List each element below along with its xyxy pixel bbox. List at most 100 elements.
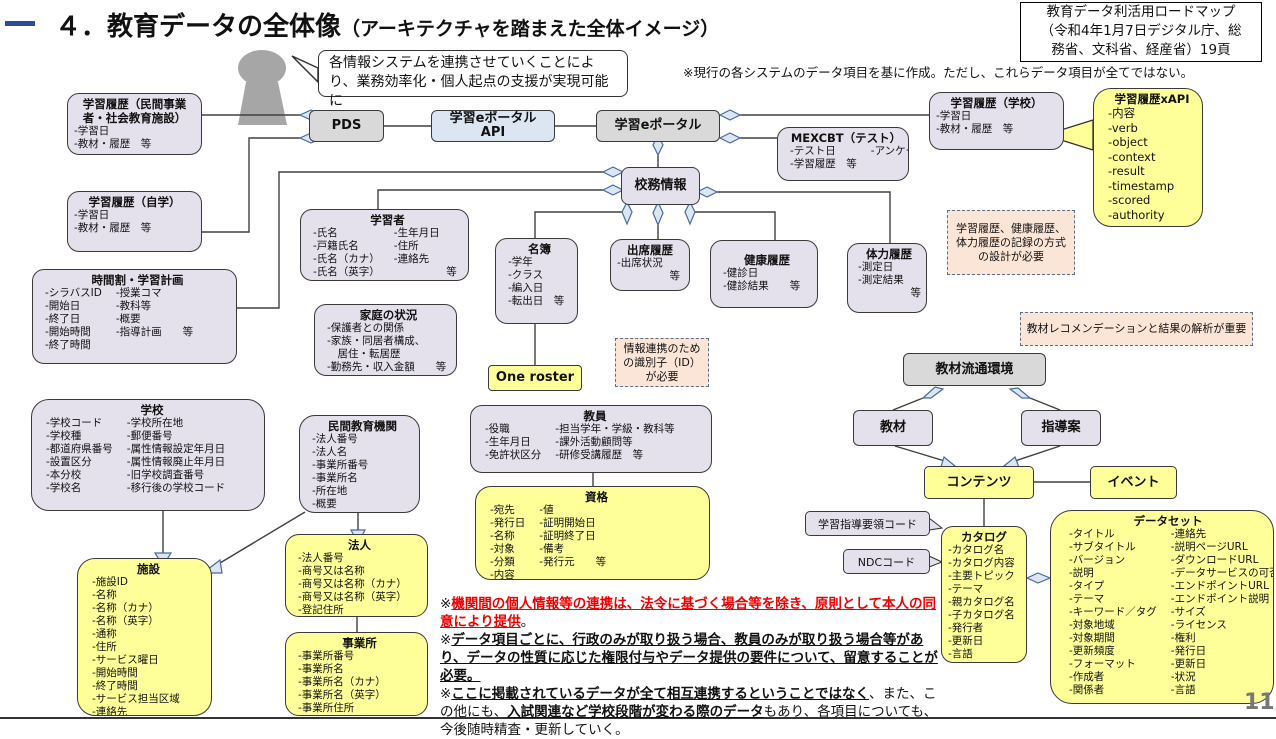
field-item: -教材・履歴 等 (74, 138, 152, 150)
field-item: -健診日 (723, 267, 759, 279)
field-item: -サイズ (1170, 606, 1206, 618)
box-title: 学習履歴（民間事業者・社会教育施設） (82, 97, 187, 125)
field-item: -終了時間 (92, 680, 138, 692)
box-title: 学習eポータルAPI (449, 111, 537, 140)
field-item: -名称（英字） (92, 615, 159, 627)
box-corporation: 法人-法人番号-商号又は名称-商号又は名称（カナ）-商号又は名称（英字）-登記住… (285, 534, 428, 617)
box-title: 体力履歴 (866, 247, 912, 261)
field-item: -子カタログ名 (948, 609, 1015, 621)
field-column: -役職-生年月日-免許状区分 (485, 423, 541, 462)
field-item: -発行元 等 (539, 556, 607, 568)
field-item: -学校種 (46, 430, 82, 442)
field-item: -氏名（英字） (313, 266, 380, 278)
footnote-segment: データ項目ごとに、行政のみが取り扱う場合、教員のみが取り扱う場合等があり、データ… (440, 632, 938, 684)
field-item: -測定日 (858, 261, 894, 273)
field-item: -設置区分 (46, 456, 92, 468)
title-subtitle: （アーキテクチャを踏まえた全体イメージ） (341, 18, 720, 40)
field-item: -法人番号 (298, 552, 344, 564)
box-fields: -学習日-教材・履歴 等 (936, 110, 1057, 136)
box-event: イベント (1090, 466, 1177, 499)
box-title: 学習者 (370, 213, 405, 227)
field-item: -更新日 (948, 635, 984, 647)
field-item: -対象 (490, 543, 515, 555)
field-item: -アンケート (870, 145, 908, 157)
footnote-segment: ※ (440, 596, 452, 612)
field-item: -権利 (1170, 632, 1196, 644)
field-item: -教材・履歴 等 (74, 222, 152, 234)
speech-callout: 各情報システムを連携させていくことにより、業務効率化・個人起点の支援が実現可能に (318, 50, 628, 109)
field-column: -カタログ名-カタログ内容-主要トピック-テーマ-親カタログ名-子カタログ名-発… (948, 544, 1015, 661)
box-title: 名簿 (528, 242, 551, 256)
box-title: PDS (331, 118, 362, 133)
field-item: -分類 (490, 556, 515, 568)
field-item: -氏名（カナ） (313, 253, 380, 265)
box-title: 学校 (140, 403, 164, 417)
box-learning-history-private: 学習履歴（民間事業者・社会教育施設）-学習日-教材・履歴 等 (67, 93, 202, 155)
box-title: 施設 (137, 562, 160, 576)
field-item: -内容 (490, 569, 515, 580)
field-item: -家族・同居者構成、 (327, 335, 426, 347)
field-item: -timestamp (1108, 178, 1175, 193)
field-item: -事業所番号 (298, 650, 355, 662)
field-item: -指導計画 等 (115, 326, 194, 338)
field-item: -生年月日 (485, 436, 531, 448)
field-column: -保護者との関係-家族・同居者構成、 居住・転居歴-勤務先・収入金額 等 (327, 322, 446, 374)
field-item: -発行者 (948, 622, 984, 634)
field-item: -scored (1108, 193, 1151, 207)
field-item: -概要 (115, 313, 141, 325)
field-item: -事業所名（カナ） (298, 676, 386, 688)
field-item: -親カタログ名 (948, 596, 1015, 608)
field-item: -学校所在地 (126, 417, 184, 429)
box-fields: -シラバスID-開始日-終了日-開始時間-終了時間-授業コマ-教科等-概要-指導… (45, 287, 230, 352)
field-item: -説明ページURL (1170, 541, 1248, 553)
field-item: -開始時間 (92, 667, 138, 679)
page-number: 11 (1244, 690, 1275, 715)
field-item: -測定結果 (858, 274, 904, 286)
field-item: -カタログ名 (948, 544, 1005, 556)
field-item: -バージョン (1069, 554, 1126, 566)
field-column: -連絡先-説明ページURL-ダウンロードURL-データサービスの可否-エンドポイ… (1170, 528, 1274, 697)
box-mexcbt: MEXCBT（テスト）-テスト日-学習履歴 等-アンケート (777, 127, 909, 181)
box-facility: 施設-施設ID-名称-名称（カナ）-名称（英字）-通称-住所-サービス曜日-開始… (77, 558, 212, 716)
box-pds: PDS (309, 110, 384, 142)
field-column: -学習日-教材・履歴 等 (74, 125, 151, 151)
field-column: -値-証明開始日-証明終了日-備考-発行元 等 (539, 504, 607, 579)
box-learner: 学習者-氏名-戸籍氏名-氏名（カナ）-氏名（英字）-生年月日-住所-連絡先 等 (300, 209, 469, 281)
field-column: -学習日-教材・履歴 等 (936, 110, 1013, 136)
field-item: -学習日 (74, 209, 110, 221)
field-item: -通称 (92, 628, 117, 640)
reference-box: 教育データ利活用ロードマップ （令和4年1月7日デジタル庁、総 務省、文科省、経… (1020, 2, 1262, 62)
box-title: 学習履歴（学校） (950, 96, 1043, 110)
field-item: -名称 (490, 530, 515, 542)
field-item: -関係者 (1069, 684, 1105, 696)
field-item: -法人番号 (312, 433, 358, 445)
box-fields: -法人番号-商号又は名称-商号又は名称（カナ）-商号又は名称（英字）-登記住所 (298, 552, 421, 616)
field-column: -法人番号-商号又は名称-商号又は名称（カナ）-商号又は名称（英字）-登記住所 (298, 552, 407, 616)
field-item: -保護者との関係 (327, 322, 405, 334)
box-fields: -氏名-戸籍氏名-氏名（カナ）-氏名（英字）-生年月日-住所-連絡先 等 (313, 227, 462, 279)
field-item: -エンドポイント説明 (1170, 593, 1270, 605)
field-item: -所在地 (312, 485, 348, 497)
box-teacher: 教員-役職-生年月日-免許状区分-担当学年・学級・教科等-課外活動顧問等-研修受… (470, 405, 712, 473)
box-fields: -測定日-測定結果 等 (858, 261, 921, 300)
field-item: -商号又は名称 (298, 565, 365, 577)
field-item: -商号又は名称（英字） (298, 591, 407, 603)
field-item: -学年 (508, 256, 533, 268)
field-item: -登記住所 (298, 604, 344, 616)
box-fields: -学習日-教材・履歴 等 (74, 125, 195, 151)
field-column: -学校所在地-郵便番号-属性情報設定年月日-属性情報廃止年月日-旧学校調査番号-… (127, 417, 225, 495)
field-item: -サブタイトル (1069, 541, 1136, 553)
field-item: -object (1108, 135, 1148, 149)
field-column: -施設ID-名称-名称（カナ）-名称（英字）-通称-住所-サービス曜日-開始時間… (92, 576, 180, 715)
field-column: -健診日-健診結果 等 (723, 267, 800, 293)
field-item: -データサービスの可否 (1170, 567, 1274, 579)
box-xapi: 学習履歴xAPI-内容-verb-object-context-result-t… (1093, 88, 1203, 227)
field-item: -ダウンロードURL (1170, 554, 1259, 566)
field-item: -発行日 (1170, 645, 1207, 657)
field-item: -事業所番号 (312, 459, 369, 471)
note-recommendation: 教材レコメンデーションと結果の解析が重要 (1020, 312, 1253, 346)
field-item: -学習日 (936, 110, 972, 122)
field-item: -言語 (948, 648, 973, 660)
field-item: -属性情報廃止年月日 (126, 456, 226, 468)
title-accent-bar (5, 21, 35, 26)
